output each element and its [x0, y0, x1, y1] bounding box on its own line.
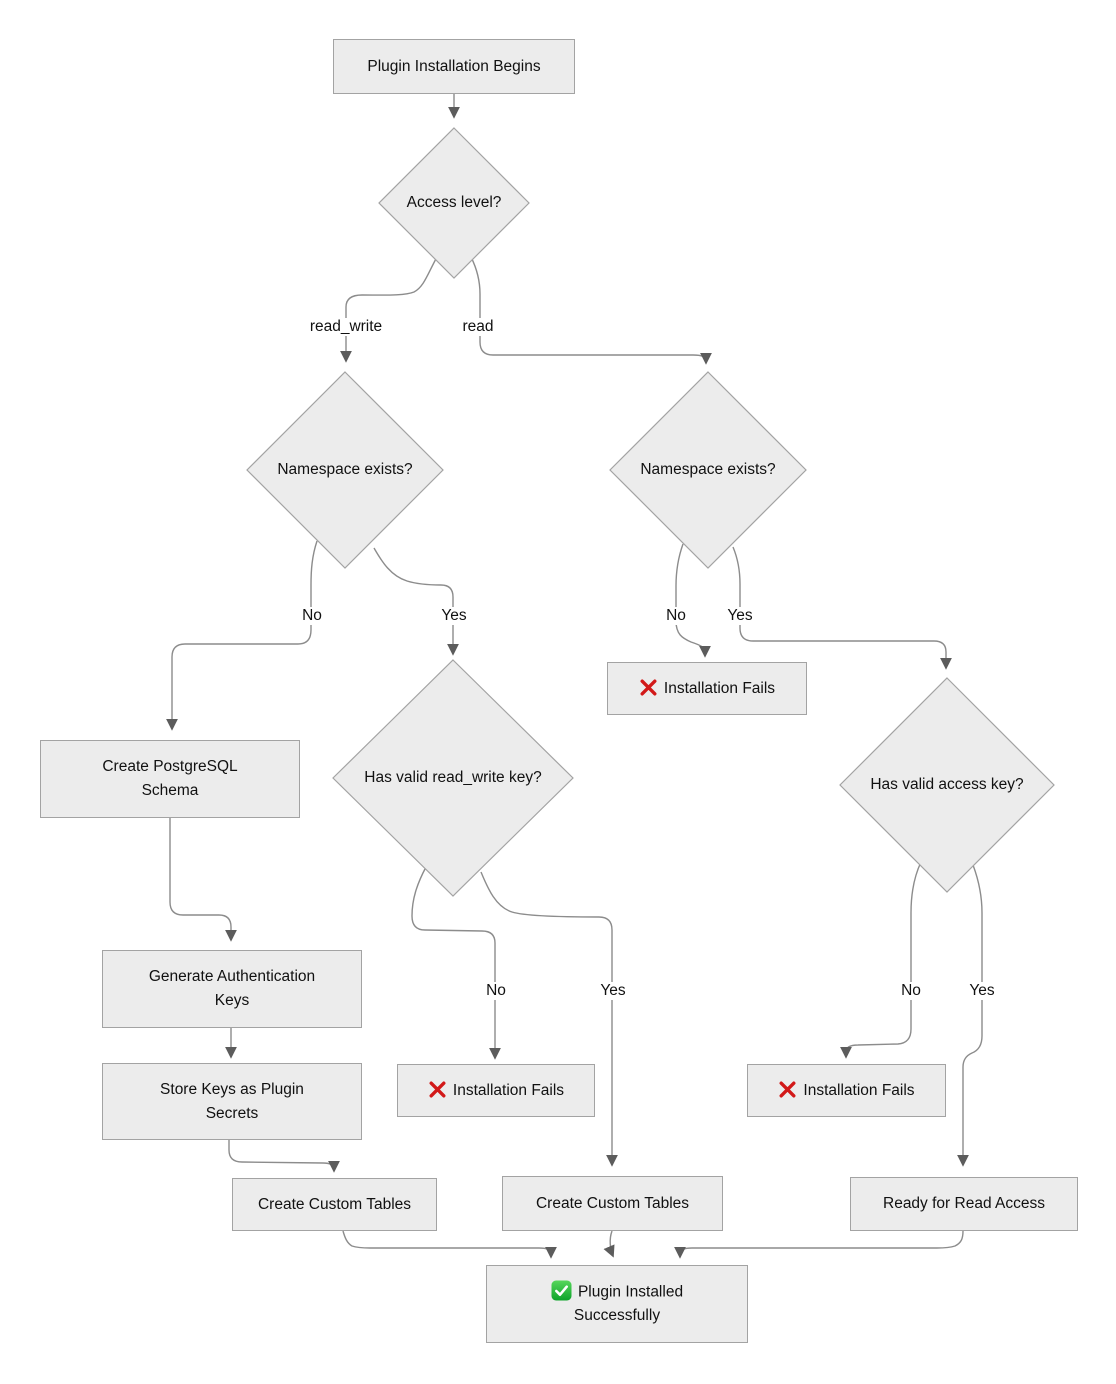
- node-store-keys-label: Store Keys as Plugin Secrets: [160, 1080, 304, 1122]
- edge-label-ns-rw-no: No: [297, 607, 327, 625]
- node-store-keys: Store Keys as Plugin Secrets: [102, 1063, 362, 1140]
- decision-access-key-shape: [839, 677, 1055, 893]
- cross-mark-icon: [779, 1081, 796, 1097]
- edge-label-accesskey-yes: Yes: [964, 982, 1000, 1000]
- node-fail-access-key-label: Installation Fails: [803, 1081, 915, 1099]
- edge-rwkey-no: [411, 866, 501, 1060]
- edge-secrets-to-tables: [228, 1140, 340, 1173]
- edge-namespace-read-yes: [732, 546, 952, 670]
- edge-label-ns-read-yes: Yes: [722, 607, 758, 625]
- node-create-tables-rw-label: Create Custom Tables: [257, 1195, 412, 1213]
- node-ready-read-label: Ready for Read Access: [883, 1195, 1045, 1212]
- edge-rwkey-yes: [480, 871, 618, 1167]
- decision-access-level-shape: [378, 127, 530, 279]
- node-create-schema: Create PostgreSQL Schema: [40, 740, 300, 818]
- decision-namespace-rw-label: Namespace exists?: [277, 461, 413, 478]
- edge-ready-to-success: [674, 1230, 964, 1259]
- cross-mark-icon: [429, 1081, 446, 1097]
- node-generate-keys: Generate Authentication Keys: [102, 950, 362, 1028]
- edge-accesskey-yes: [957, 864, 983, 1167]
- decision-namespace-read-label: Namespace exists?: [640, 461, 776, 478]
- node-fail-rw-key: Installation Fails: [397, 1064, 595, 1117]
- node-start: Plugin Installation Begins: [333, 39, 575, 94]
- edge-label-ns-read-no: No: [661, 607, 691, 625]
- edge-tables-read-to-success: [603, 1230, 615, 1258]
- node-fail-access-key: Installation Fails: [747, 1064, 946, 1117]
- edge-label-rwkey-yes: Yes: [595, 982, 631, 1000]
- edge-namespace-read-no: [675, 543, 711, 658]
- edges: [166, 94, 983, 1259]
- node-create-tables-read-label: Create Custom Tables: [535, 1194, 690, 1212]
- edge-access-readwrite: [340, 256, 438, 363]
- decision-namespace-rw-shape: [246, 371, 444, 569]
- edge-schema-to-keys: [169, 818, 237, 942]
- edge-tables-rw-to-success: [342, 1230, 557, 1259]
- edge-label-ns-rw-yes: Yes: [436, 607, 472, 625]
- decision-diamonds: [246, 127, 1055, 897]
- node-fail-rw-key-label: Installation Fails: [452, 1081, 565, 1099]
- node-create-tables-read: Create Custom Tables: [502, 1176, 723, 1231]
- decision-rw-key-label: Has valid read_write key?: [364, 769, 542, 786]
- decision-access-level-label: Access level?: [406, 194, 502, 211]
- node-fail-namespace: Installation Fails: [607, 662, 807, 715]
- node-ready-read: Ready for Read Access: [850, 1177, 1078, 1231]
- node-start-label: Plugin Installation Begins: [367, 57, 541, 75]
- edge-label-rwkey-no: No: [481, 982, 511, 1000]
- node-success-label: Plugin Installed Successfully: [573, 1283, 684, 1325]
- edge-namespace-rw-no: [166, 540, 318, 731]
- decision-access-key-label: Has valid access key?: [870, 776, 1024, 793]
- edge-namespace-rw-yes: [373, 547, 459, 656]
- edge-accesskey-no: [840, 861, 922, 1059]
- node-generate-keys-label: Generate Authentication Keys: [148, 968, 316, 1009]
- node-fail-namespace-label: Installation Fails: [663, 679, 776, 697]
- check-mark-icon: [551, 1280, 572, 1301]
- node-create-tables-rw: Create Custom Tables: [232, 1178, 437, 1231]
- node-success: Plugin Installed Successfully: [486, 1265, 748, 1343]
- cross-mark-icon: [640, 679, 657, 695]
- edge-access-read: [470, 256, 712, 365]
- edge-label-read-write: read_write: [304, 318, 388, 336]
- edge-label-read: read: [457, 318, 499, 336]
- decision-rw-key-shape: [332, 659, 574, 897]
- node-create-schema-label: Create PostgreSQL Schema: [102, 758, 238, 799]
- edge-label-accesskey-no: No: [896, 982, 926, 1000]
- decision-namespace-read-shape: [609, 371, 807, 569]
